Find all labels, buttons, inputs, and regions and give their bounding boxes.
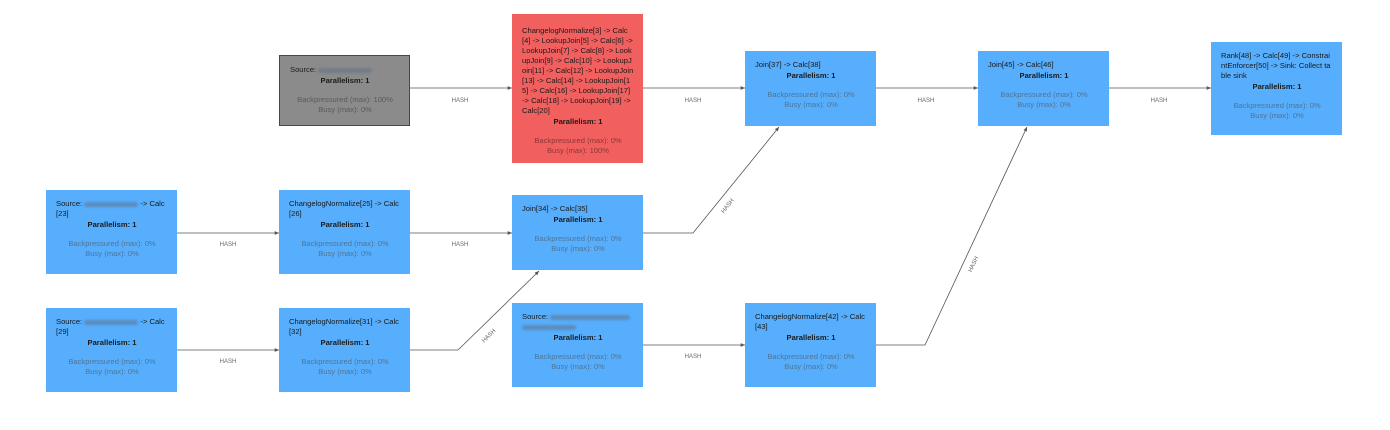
node-join-37[interactable]: Join[37] -> Calc[38] Parallelism: 1 Back… <box>745 51 876 126</box>
node-backpressured: Backpressured (max): 0% <box>1000 90 1088 99</box>
node-parallelism: Parallelism: 1 <box>786 71 836 80</box>
node-parallelism: Parallelism: 1 <box>553 215 603 224</box>
node-parallelism: Parallelism: 1 <box>553 333 603 342</box>
node-parallelism: Parallelism: 1 <box>1019 71 1069 80</box>
node-backpressured: Backpressured (max): 0% <box>301 357 389 366</box>
node-name: ChangelogNormalize[42] -> Calc[43] <box>755 312 865 331</box>
node-join-45[interactable]: Join[45] -> Calc[46] Parallelism: 1 Back… <box>978 51 1109 126</box>
node-busy: Busy (max): 0% <box>1250 111 1304 120</box>
node-name: Source: <box>522 312 551 321</box>
edge-label-hash: HASH <box>452 242 469 248</box>
node-parallelism: Parallelism: 1 <box>87 338 137 347</box>
edge-label-hash: HASH <box>1151 98 1168 104</box>
node-parallelism: Parallelism: 1 <box>320 220 370 229</box>
redacted-source-name <box>84 201 139 207</box>
node-changelognormalize-42[interactable]: ChangelogNormalize[42] -> Calc[43] Paral… <box>745 303 876 387</box>
node-busy: Busy (max): 0% <box>85 249 139 258</box>
node-join-34[interactable]: Join[34] -> Calc[35] Parallelism: 1 Back… <box>512 195 643 270</box>
edge-label-hash: HASH <box>721 198 736 215</box>
node-parallelism: Parallelism: 1 <box>87 220 137 229</box>
edge-line <box>410 270 540 351</box>
node-name-suffix: -> Calc[23] <box>56 199 165 218</box>
node-source-calc-29[interactable]: Source: -> Calc[29] Parallelism: 1 Backp… <box>46 308 177 392</box>
node-backpressured: Backpressured (max): 0% <box>767 90 855 99</box>
edge-label-hash: HASH <box>452 98 469 104</box>
node-busy: Busy (max): 0% <box>318 367 372 376</box>
node-name: ChangelogNormalize[31] -> Calc[32] <box>289 317 399 336</box>
edge-label-hash: HASH <box>968 256 980 274</box>
edge-label-hash: HASH <box>220 242 237 248</box>
node-busy: Busy (max): 0% <box>318 249 372 258</box>
node-busy: Busy (max): 0% <box>85 367 139 376</box>
node-backpressured: Backpressured (max): 0% <box>534 352 622 361</box>
node-parallelism: Parallelism: 1 <box>320 338 370 347</box>
node-parallelism: Parallelism: 1 <box>1252 82 1302 91</box>
node-parallelism: Parallelism: 1 <box>786 333 836 342</box>
node-busy: Busy (max): 0% <box>1017 100 1071 109</box>
node-name-suffix: -> Calc[29] <box>56 317 165 336</box>
node-changelognormalize-31[interactable]: ChangelogNormalize[31] -> Calc[32] Paral… <box>279 308 410 392</box>
node-name: ChangelogNormalize[3] -> Calc[4] -> Look… <box>522 26 634 115</box>
redacted-source-name <box>318 67 373 73</box>
edge-label-hash: HASH <box>685 98 702 104</box>
node-name: Rank[48] -> Calc[49] -> ConstraintEnforc… <box>1221 51 1331 80</box>
node-changelognormalize-lookupjoin-chain[interactable]: ChangelogNormalize[3] -> Calc[4] -> Look… <box>512 14 643 163</box>
edge-label-hash: HASH <box>685 354 702 360</box>
node-backpressured: Backpressured (max): 0% <box>301 239 389 248</box>
node-busy: Busy (max): 0% <box>551 244 605 253</box>
edge-label-hash: HASH <box>918 98 935 104</box>
redacted-source-name <box>522 324 576 330</box>
node-name: Source: <box>290 65 319 74</box>
node-backpressured: Backpressured (max): 0% <box>534 136 622 145</box>
node-name: Join[34] -> Calc[35] <box>522 204 588 213</box>
node-backpressured: Backpressured (max): 0% <box>68 357 156 366</box>
node-changelognormalize-25[interactable]: ChangelogNormalize[25] -> Calc[26] Paral… <box>279 190 410 274</box>
edge-line <box>876 126 1028 346</box>
node-backpressured: Backpressured (max): 100% <box>297 95 393 104</box>
edge-line <box>643 126 780 234</box>
node-busy: Busy (max): 100% <box>546 146 610 155</box>
node-backpressured: Backpressured (max): 0% <box>1233 101 1321 110</box>
node-name-prefix: Source: <box>56 317 85 326</box>
node-busy: Busy (max): 0% <box>784 100 838 109</box>
node-name: Join[37] -> Calc[38] <box>755 60 821 69</box>
node-rank-sink[interactable]: Rank[48] -> Calc[49] -> ConstraintEnforc… <box>1211 42 1342 135</box>
node-busy: Busy (max): 0% <box>784 362 838 371</box>
node-parallelism: Parallelism: 1 <box>320 76 370 85</box>
node-name: ChangelogNormalize[25] -> Calc[26] <box>289 199 399 218</box>
node-backpressured: Backpressured (max): 0% <box>534 234 622 243</box>
node-source-backpressured[interactable]: Source: Parallelism: 1 Backpressured (ma… <box>279 55 410 126</box>
node-source-calc-23[interactable]: Source: -> Calc[23] Parallelism: 1 Backp… <box>46 190 177 274</box>
node-source-3[interactable]: Source: Parallelism: 1 Backpressured (ma… <box>512 303 643 387</box>
redacted-source-name <box>550 314 631 320</box>
node-name: Join[45] -> Calc[46] <box>988 60 1054 69</box>
node-parallelism: Parallelism: 1 <box>553 117 603 126</box>
edge-label-hash: HASH <box>481 328 497 344</box>
redacted-source-name <box>84 319 139 325</box>
node-backpressured: Backpressured (max): 0% <box>68 239 156 248</box>
node-name-prefix: Source: <box>56 199 85 208</box>
node-busy: Busy (max): 0% <box>318 105 372 114</box>
node-backpressured: Backpressured (max): 0% <box>767 352 855 361</box>
node-busy: Busy (max): 0% <box>551 362 605 371</box>
edge-label-hash: HASH <box>220 359 237 365</box>
